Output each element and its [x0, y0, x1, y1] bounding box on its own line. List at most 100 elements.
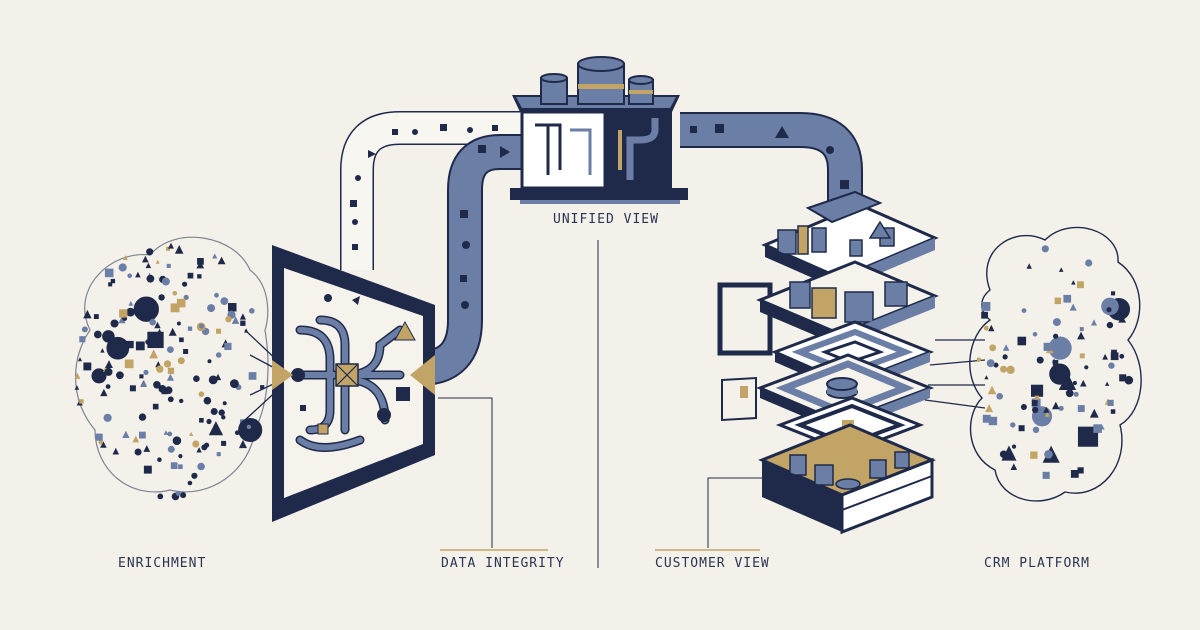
particle: [1018, 425, 1025, 432]
particle: [1063, 294, 1072, 303]
outlined-pipe-icon: [340, 111, 525, 270]
particle: [216, 452, 221, 457]
particle: [215, 352, 222, 358]
particle: [179, 398, 184, 404]
particle: [1030, 451, 1038, 459]
particle: [98, 440, 103, 445]
particle: [143, 465, 152, 474]
particle: [74, 385, 80, 390]
particle: [1053, 333, 1059, 339]
particle: [1010, 463, 1018, 470]
particle: [166, 263, 171, 268]
particle: [1031, 384, 1044, 397]
particle: [155, 259, 160, 264]
particle: [182, 281, 188, 287]
particle: [231, 316, 240, 324]
particle: [1032, 406, 1039, 414]
particle: [172, 291, 178, 296]
particle: [1044, 411, 1050, 417]
outlined-pipe-particles: [350, 124, 498, 250]
particle: [146, 248, 154, 256]
particle: [984, 375, 989, 380]
particle: [1106, 307, 1112, 313]
particle: [104, 268, 114, 278]
particle: [221, 415, 226, 420]
particle: [1043, 406, 1050, 413]
particle: [1080, 379, 1087, 387]
particle: [1079, 353, 1085, 359]
particle: [981, 302, 991, 311]
particle: [1111, 349, 1117, 356]
particle: [222, 401, 227, 406]
particle: [238, 439, 247, 449]
particle: [79, 336, 86, 343]
particle: [77, 357, 82, 362]
particle: [187, 272, 194, 279]
particle: [1110, 409, 1116, 414]
crm-connector-lines: [924, 339, 986, 409]
particle: [1026, 263, 1032, 269]
particle: [220, 297, 229, 305]
particle: [141, 380, 147, 387]
particle: [110, 278, 116, 284]
particle: [152, 403, 159, 410]
particle: [999, 450, 1008, 458]
particle: [142, 255, 149, 263]
particle: [134, 448, 142, 456]
label-crm-platform: CRM PLATFORM: [984, 556, 1090, 571]
particle: [1118, 314, 1126, 323]
particle: [1073, 391, 1079, 397]
particle: [1110, 352, 1119, 361]
particle: [1102, 353, 1108, 360]
particle: [982, 414, 991, 423]
particle: [240, 320, 246, 326]
particle: [126, 307, 135, 317]
particle: [168, 242, 174, 249]
particle: [189, 431, 194, 436]
particle: [1079, 327, 1084, 332]
particle: [135, 341, 145, 351]
particle: [1032, 332, 1038, 337]
particle: [1034, 395, 1039, 400]
particle: [987, 385, 997, 395]
particle: [1044, 450, 1053, 459]
particle: [208, 421, 224, 436]
particle: [122, 430, 130, 438]
particle: [178, 464, 183, 469]
particle: [1071, 280, 1076, 285]
particle: [133, 296, 159, 322]
particle: [156, 365, 164, 373]
particle: [157, 493, 164, 500]
particle: [199, 323, 204, 329]
label-data-integrity: DATA INTEGRITY: [441, 556, 565, 571]
particle: [155, 337, 163, 345]
particle: [1077, 405, 1085, 412]
particle: [207, 304, 216, 313]
particle: [206, 418, 212, 425]
particle: [108, 282, 113, 287]
particle: [187, 480, 193, 486]
particle: [238, 417, 263, 443]
particle: [239, 313, 246, 320]
particle: [126, 340, 134, 349]
particle: [1085, 259, 1093, 267]
particle: [139, 374, 144, 379]
particle: [166, 246, 170, 251]
particle: [1036, 356, 1044, 364]
particle: [139, 431, 146, 439]
particle: [105, 384, 111, 389]
solid-pipe-left-icon: [419, 134, 525, 386]
particle: [1072, 380, 1077, 386]
particle: [93, 330, 102, 339]
particle: [146, 274, 155, 283]
particle: [158, 385, 167, 393]
particle: [138, 413, 147, 421]
particle: [168, 327, 177, 336]
particle: [178, 454, 183, 459]
particle: [1111, 291, 1116, 296]
particle: [143, 369, 149, 375]
particle: [81, 326, 88, 333]
particle: [1107, 399, 1114, 406]
particle: [988, 324, 995, 332]
particle: [234, 430, 240, 436]
